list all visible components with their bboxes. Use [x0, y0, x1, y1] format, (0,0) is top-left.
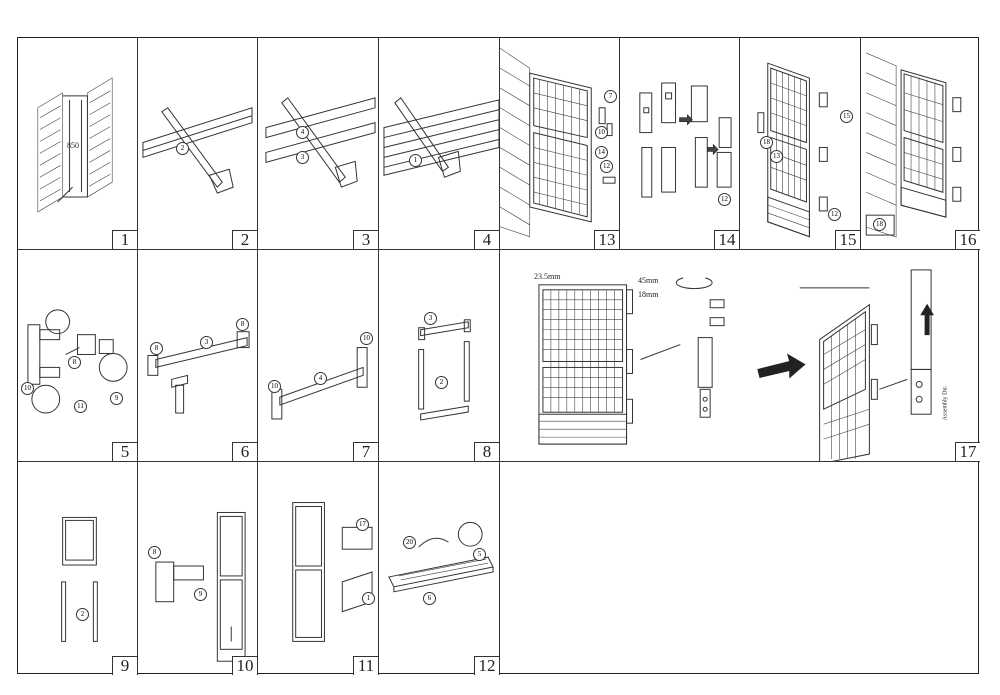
part-callout: 8 — [148, 546, 161, 559]
step-number: 17 — [955, 442, 980, 461]
part-callout: 10 — [21, 382, 34, 395]
panel-step-4: 1 4 — [379, 38, 500, 250]
attach-mesh-panel-illustration — [292, 502, 373, 642]
panel-step-12: 20 5 6 12 — [379, 462, 500, 675]
assemble-crossbar-illustration — [147, 331, 250, 414]
step-number: 1 — [112, 230, 137, 249]
step-number: 12 — [474, 656, 499, 675]
attach-connector-illustration — [155, 511, 246, 662]
part-callout: 20 — [403, 536, 416, 549]
step-number: 14 — [714, 230, 739, 249]
step-number: 4 — [474, 230, 499, 249]
part-callout: 14 — [595, 146, 608, 159]
dimension-label: 23.5mm — [534, 272, 561, 281]
part-callout: 10 — [268, 380, 281, 393]
part-callout: 10 — [360, 332, 373, 345]
insert-mesh-rods-illustration — [61, 516, 98, 642]
part-callout: 2 — [435, 376, 448, 389]
step-number: 2 — [232, 230, 257, 249]
part-callout: 18 — [760, 136, 773, 149]
part-callout: 3 — [424, 312, 437, 325]
part-callout: 1 — [362, 592, 375, 605]
corner-connector-exploded-illustration — [27, 309, 128, 414]
hinge-parts-illustration — [639, 82, 732, 198]
panel-step-6: 8 3 8 6 — [138, 250, 258, 462]
saw-cut-profile-illustration — [142, 107, 253, 194]
step-number: 5 — [112, 442, 137, 461]
step-number: 9 — [112, 656, 137, 675]
dimension-label: 850 — [67, 141, 79, 150]
panel-step-5: 10 8 9 11 5 — [18, 250, 138, 462]
part-callout: 13 — [770, 150, 783, 163]
direction-label: Assembly Dir. — [942, 385, 949, 421]
part-callout: 11 — [74, 400, 87, 413]
door-mounted-illustration — [865, 52, 962, 238]
part-callout: 4 — [296, 126, 309, 139]
part-callout: 3 — [200, 336, 213, 349]
part-callout: 6 — [423, 592, 436, 605]
step-number: 11 — [353, 656, 378, 675]
part-callout: 10 — [595, 126, 608, 139]
step-number: 15 — [835, 230, 860, 249]
part-callout: 12 — [828, 208, 841, 221]
step-number: 10 — [232, 656, 257, 675]
step-number: 8 — [474, 442, 499, 461]
panel-step-16: 18 16 — [861, 38, 980, 250]
door-panel-with-hinges-illustration — [757, 62, 828, 238]
part-callout: 8 — [236, 318, 249, 331]
step-number: 16 — [955, 230, 980, 249]
part-callout: 17 — [356, 518, 369, 531]
part-callout: 9 — [110, 392, 123, 405]
panel-step-3: 4 3 3 — [258, 38, 379, 250]
kickplate-assembly-illustration — [388, 521, 494, 593]
part-callout: 18 — [873, 218, 886, 231]
cut-two-profiles-illustration — [265, 97, 376, 188]
panel-step-15: 15 18 13 12 15 — [740, 38, 861, 250]
step-number: 6 — [232, 442, 257, 461]
part-callout: 5 — [473, 548, 486, 561]
dimension-label: 18mm — [638, 290, 659, 299]
part-callout: 3 — [296, 151, 309, 164]
part-callout: 9 — [194, 588, 207, 601]
panel-step-2: 2 2 — [138, 38, 258, 250]
dimension-label: 45mm — [638, 276, 659, 285]
part-callout: 4 — [314, 372, 327, 385]
step-number: 13 — [594, 230, 619, 249]
frame-assembly-illustration — [418, 319, 471, 421]
empty-panel — [500, 462, 980, 675]
part-callout: 12 — [718, 193, 731, 206]
part-callout: 7 — [604, 90, 617, 103]
part-callout: 8 — [68, 356, 81, 369]
step-number: 3 — [353, 230, 378, 249]
cut-wide-profile-illustration — [383, 97, 499, 178]
door-installation-detail-illustration — [538, 269, 934, 461]
part-callout: 12 — [600, 160, 613, 173]
part-callout: 15 — [840, 110, 853, 123]
panel-step-8: 3 2 8 — [379, 250, 500, 462]
panel-step-14: 12 14 — [620, 38, 740, 250]
part-callout: 8 — [150, 342, 163, 355]
assemble-crossbar-tee-illustration — [271, 347, 368, 420]
part-callout: 2 — [176, 142, 189, 155]
panel-step-17: 23.5mm 45mm 18mm Assembly Dir. 17 — [500, 250, 980, 462]
step-number: 7 — [353, 442, 378, 461]
part-callout: 2 — [76, 608, 89, 621]
panel-step-7: 10 4 10 7 — [258, 250, 379, 462]
panel-step-13: 7 10 14 12 13 — [500, 38, 620, 250]
panel-step-9: 2 9 — [18, 462, 138, 675]
instruction-sheet: 850 1 2 2 4 3 3 — [17, 37, 980, 675]
part-callout: 1 — [409, 154, 422, 167]
panel-step-10: 8 9 10 — [138, 462, 258, 675]
panel-step-11: 17 1 11 — [258, 462, 379, 675]
panel-step-1: 850 1 — [18, 38, 138, 250]
wall-opening-illustration — [37, 77, 113, 213]
door-on-wall-illustration — [500, 48, 616, 238]
